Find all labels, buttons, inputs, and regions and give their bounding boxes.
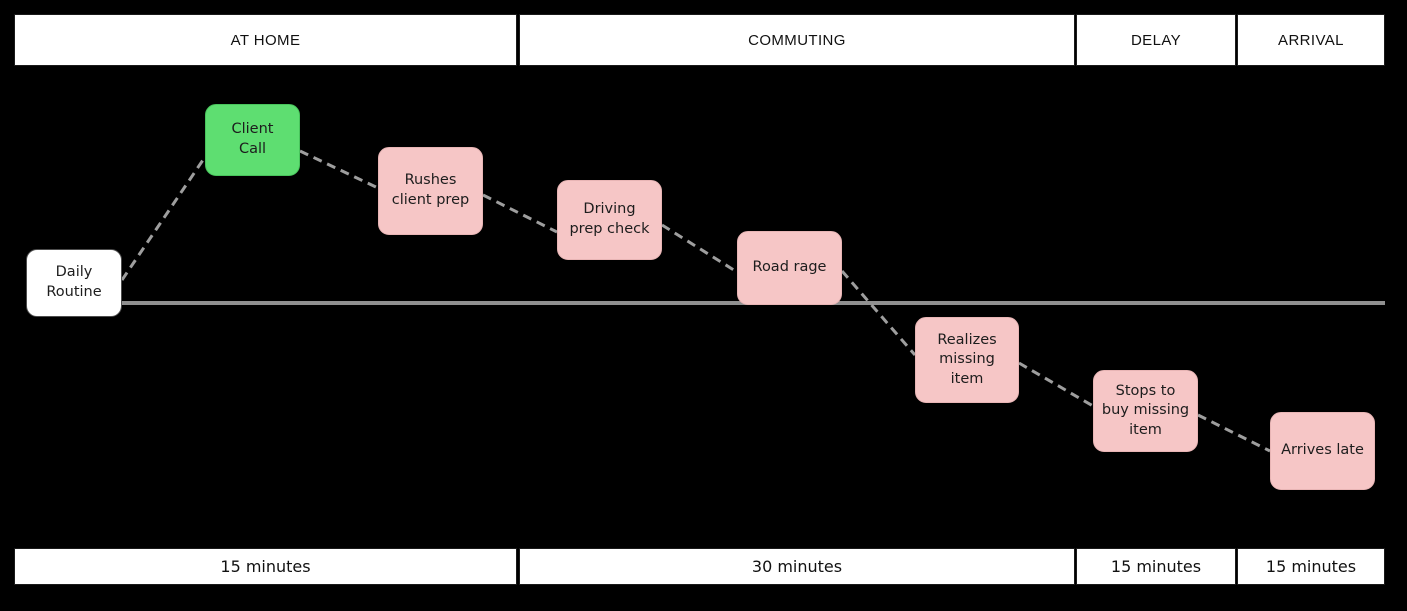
phase-header-cell[interactable]: ARRIVAL [1237, 14, 1385, 66]
connector-line [299, 149, 379, 190]
node-driving-prep-check[interactable]: Driving prep check [557, 180, 662, 260]
connector-line [120, 156, 207, 281]
phase-duration-cell[interactable]: 30 minutes [519, 548, 1075, 585]
phase-duration-cell[interactable]: 15 minutes [1237, 548, 1385, 585]
connector-line [482, 193, 558, 234]
connector-line [1018, 361, 1094, 408]
node-realizes-missing-item[interactable]: Realizes missing item [915, 317, 1019, 403]
node-client-call[interactable]: Client Call [205, 104, 300, 176]
timeline-baseline [26, 301, 1385, 305]
node-rushes-client-prep[interactable]: Rushes client prep [378, 147, 483, 235]
phase-duration-cell[interactable]: 15 minutes [14, 548, 517, 585]
phase-duration-cell[interactable]: 15 minutes [1076, 548, 1236, 585]
phase-header-cell[interactable]: DELAY [1076, 14, 1236, 66]
node-daily-routine[interactable]: Daily Routine [26, 249, 122, 317]
phase-header-cell[interactable]: COMMUTING [519, 14, 1075, 66]
node-road-rage[interactable]: Road rage [737, 231, 842, 305]
connector-line [840, 270, 917, 356]
connector-line [1197, 413, 1271, 453]
node-stops-to-buy-missing-item[interactable]: Stops to buy missing item [1093, 370, 1198, 452]
connector-line [661, 223, 738, 274]
node-arrives-late[interactable]: Arrives late [1270, 412, 1375, 490]
phase-header-cell[interactable]: AT HOME [14, 14, 517, 66]
